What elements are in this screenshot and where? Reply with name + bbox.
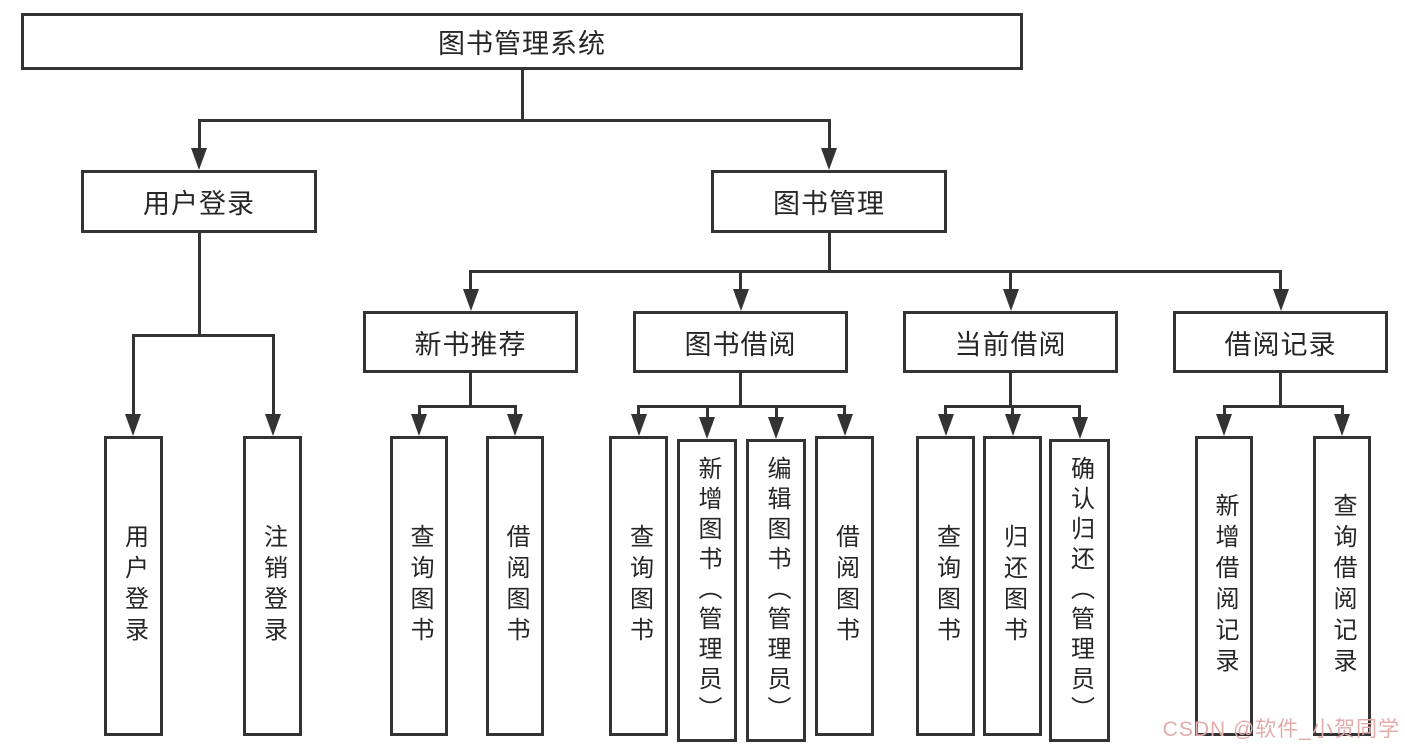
- node-user-login: 用户登录: [81, 170, 317, 233]
- arrowhead-borrow-records: [1272, 289, 1289, 311]
- arrowhead-cb-query: [937, 414, 954, 436]
- edge-br-stem: [1279, 373, 1282, 407]
- arrowhead-nbr-borrow: [507, 414, 523, 436]
- edge-mgmt-branch: [469, 269, 1282, 273]
- edge-to-cb-return: [1011, 406, 1014, 417]
- arrowhead-current-borrow: [1002, 289, 1019, 311]
- edge-root-stem: [520, 70, 524, 121]
- edge-to-bb-add: [705, 406, 709, 419]
- leaf-nbr-query-books: 查询图书: [390, 436, 448, 736]
- edge-to-borrow-records: [1279, 271, 1282, 291]
- arrowhead-user-login: [191, 148, 207, 170]
- arrowhead-leaf-user-login: [125, 414, 141, 436]
- leaf-br-query-record: 查询借阅记录: [1313, 436, 1371, 736]
- leaf-cb-query-books: 查询图书: [916, 436, 975, 736]
- leaf-bb-query-books: 查询图书: [609, 436, 668, 736]
- edge-nbr-branch: [417, 404, 517, 408]
- edge-to-user-login: [197, 120, 201, 150]
- arrowhead-cb-return: [1004, 414, 1021, 436]
- edge-br-branch: [1222, 404, 1344, 408]
- edge-to-br-add: [1222, 406, 1226, 417]
- edge-bb-stem: [739, 373, 742, 407]
- edge-user-branch: [131, 333, 275, 337]
- leaf-nbr-borrow-books: 借阅图书: [486, 436, 544, 736]
- node-current-borrow: 当前借阅: [903, 311, 1118, 373]
- edge-to-bb-borrow: [843, 406, 846, 417]
- edge-to-current-borrow: [1009, 271, 1012, 291]
- arrowhead-br-add: [1216, 414, 1232, 436]
- edge-mgmt-stem: [827, 233, 831, 272]
- arrowhead-br-query: [1334, 414, 1350, 436]
- leaf-logout: 注销登录: [243, 436, 302, 736]
- edge-user-stem: [197, 233, 201, 336]
- edge-nbr-stem: [469, 373, 472, 407]
- arrowhead-nbr-query: [411, 414, 427, 436]
- edge-to-leaf-user-login: [131, 335, 135, 416]
- edge-to-br-query: [1340, 406, 1344, 417]
- leaf-bb-edit-book-admin: 编辑图书（管理员）: [746, 439, 806, 742]
- edge-to-bb-edit: [774, 406, 778, 419]
- leaf-cb-return-books: 归还图书: [983, 436, 1042, 736]
- edge-to-nbr-query: [417, 406, 421, 417]
- edge-bb-branch: [637, 404, 846, 408]
- edge-cb-stem: [1009, 373, 1012, 407]
- edge-to-book-management: [827, 120, 831, 150]
- edge-root-branch: [197, 118, 831, 122]
- arrowhead-book-management: [821, 148, 837, 170]
- leaf-bb-add-book-admin: 新增图书（管理员）: [677, 439, 737, 742]
- arrowhead-bb-borrow: [836, 414, 853, 436]
- leaf-user-login: 用户登录: [104, 436, 163, 736]
- edge-to-new-book-recommend: [469, 271, 472, 291]
- edge-to-cb-query: [944, 406, 947, 417]
- arrowhead-cb-confirm: [1071, 417, 1088, 439]
- arrowhead-book-borrow: [732, 289, 749, 311]
- edge-to-cb-confirm: [1078, 406, 1081, 419]
- edge-to-book-borrow: [739, 271, 742, 291]
- node-borrow-records: 借阅记录: [1173, 311, 1388, 373]
- edge-to-bb-query: [637, 406, 640, 417]
- arrowhead-new-book-recommend: [462, 289, 479, 311]
- node-book-management: 图书管理: [711, 170, 947, 233]
- arrowhead-bb-query: [630, 414, 647, 436]
- edge-to-leaf-logout: [271, 335, 275, 416]
- leaf-cb-confirm-return-admin: 确认归还（管理员）: [1049, 439, 1110, 742]
- node-book-borrow: 图书借阅: [633, 311, 848, 373]
- node-root: 图书管理系统: [21, 13, 1023, 70]
- edge-to-nbr-borrow: [513, 406, 517, 417]
- leaf-bb-borrow-books: 借阅图书: [815, 436, 874, 736]
- leaf-br-add-record: 新增借阅记录: [1195, 436, 1253, 736]
- watermark: CSDN @软件_小贺同学: [1162, 718, 1400, 741]
- arrowhead-leaf-logout: [265, 414, 281, 436]
- arrowhead-bb-add: [699, 417, 715, 439]
- node-new-book-recommend: 新书推荐: [363, 311, 578, 373]
- arrowhead-bb-edit: [768, 417, 784, 439]
